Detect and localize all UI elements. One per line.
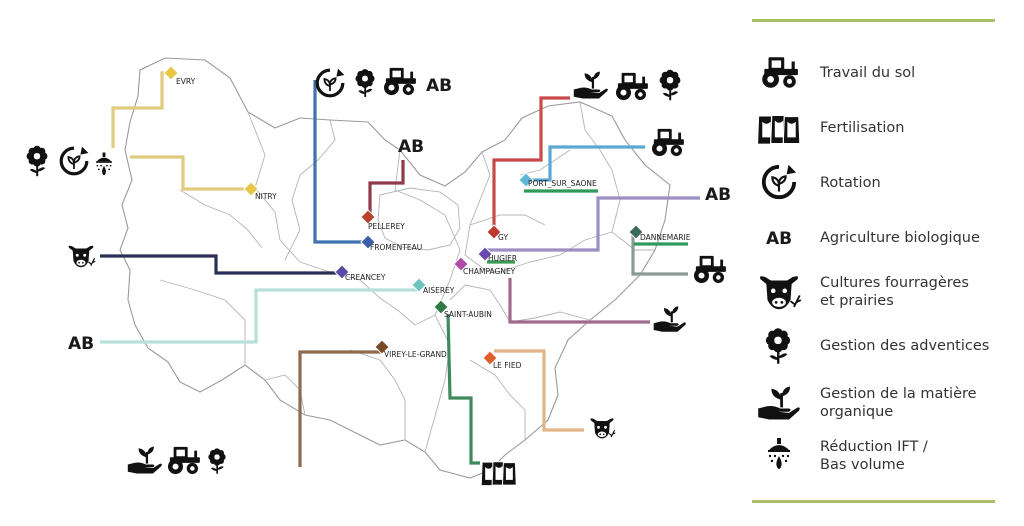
legend-label: Gestion des adventices xyxy=(820,337,990,354)
flower-icon xyxy=(659,69,681,101)
legend-label: Cultures fourragères et prairies xyxy=(820,274,969,309)
connector-pellerey xyxy=(368,160,405,215)
tractor-icon xyxy=(168,446,200,475)
tractor-icon xyxy=(616,72,648,101)
rotation-icon xyxy=(761,163,798,200)
map: EVRY NITRY PELLEREY FROMENTEAU CREANCEY … xyxy=(26,57,731,486)
marker-dannemarie[interactable] xyxy=(628,224,644,240)
hand-plant-icon xyxy=(758,386,800,420)
legend-label: Gestion de la matière organique xyxy=(820,385,977,420)
tractor-icon xyxy=(652,128,684,157)
legend-item-fertilisation: Fertilisation xyxy=(752,106,1012,150)
legend-label: Réduction IFT / Bas volume xyxy=(820,438,928,473)
label-hugier: HUGIER xyxy=(488,254,517,263)
label-champagney: CHAMPAGNEY xyxy=(463,267,516,276)
ab-icon: AB xyxy=(766,229,792,249)
marker-aiserey[interactable] xyxy=(411,277,427,293)
connector-fromenteau xyxy=(313,80,368,244)
legend-label: Agriculture biologique xyxy=(820,229,980,246)
legend-item-matiere-organique: Gestion de la matière organique xyxy=(752,381,1012,425)
marker-evry[interactable] xyxy=(163,65,179,81)
label-nitry: NITRY xyxy=(255,192,277,201)
legend-item-travail-du-sol: Travail du sol xyxy=(752,51,1012,95)
connector-evry xyxy=(111,71,171,148)
flower-icon xyxy=(208,448,226,474)
marker-gy[interactable] xyxy=(486,224,502,240)
marker-le-fied[interactable] xyxy=(482,350,498,366)
connector-gy xyxy=(492,96,570,232)
connector-nitry xyxy=(130,155,251,191)
marker-pellerey[interactable] xyxy=(360,209,376,225)
legend-item-agriculture-biologique: AB Agriculture biologique xyxy=(752,216,1012,260)
legend-item-reduction-ift: Réduction IFT / Bas volume xyxy=(752,434,1012,478)
rotation-icon xyxy=(315,67,346,98)
label-evry: EVRY xyxy=(176,77,196,86)
connector-port-sur-saone xyxy=(530,145,645,182)
connector-lines xyxy=(100,71,700,467)
connector-saint-aubin xyxy=(446,313,480,465)
legend-top-rule xyxy=(752,19,995,22)
marker-fromenteau[interactable] xyxy=(360,234,376,250)
svg-text:AB: AB xyxy=(766,229,792,249)
label-aiserey: AISEREY xyxy=(423,286,455,295)
label-fromenteau: FROMENTEAU xyxy=(370,243,422,252)
flower-icon xyxy=(765,328,791,364)
label-le-fied: LE FIED xyxy=(493,361,522,370)
ab-icon: AB xyxy=(705,185,731,205)
marker-port-sur-saone[interactable] xyxy=(518,172,534,188)
cow-icon xyxy=(68,245,96,268)
connector-aiserey xyxy=(100,288,418,344)
cow-icon xyxy=(759,275,802,311)
label-gy: GY xyxy=(498,233,508,242)
marker-creancey[interactable] xyxy=(334,264,350,280)
connector-le-fied xyxy=(494,349,584,432)
flower-icon xyxy=(26,145,48,177)
cow-icon xyxy=(589,417,616,440)
connector-virey xyxy=(298,350,382,467)
marker-virey[interactable] xyxy=(374,339,390,355)
region-outline xyxy=(119,57,671,479)
legend-label: Fertilisation xyxy=(820,119,905,136)
label-saint-aubin: SAINT-AUBIN xyxy=(444,310,492,319)
sprayer-icon xyxy=(95,152,113,176)
tractor-icon xyxy=(694,255,726,284)
fertilizer-bags-icon xyxy=(481,461,517,486)
legend-label: Travail du sol xyxy=(820,64,916,81)
marker-nitry[interactable] xyxy=(243,181,259,197)
hand-plant-icon xyxy=(127,446,162,474)
sprayer-icon xyxy=(768,438,790,469)
label-dannemarie: DANNEMARIE xyxy=(640,233,691,242)
ab-icon: AB xyxy=(68,334,94,354)
label-port-sur-saone: PORT_SUR_SAONE xyxy=(528,179,597,188)
label-pellerey: PELLEREY xyxy=(368,222,405,231)
dijon-agglomeration xyxy=(377,187,461,251)
connector-hugier xyxy=(485,196,700,252)
legend-item-cultures-fourrageres: Cultures fourragères et prairies xyxy=(752,270,1012,314)
legend-bottom-rule xyxy=(752,500,995,503)
tractor-icon xyxy=(384,67,416,96)
flower-icon xyxy=(355,69,375,97)
label-creancey: CREANCEY xyxy=(345,273,386,282)
site-labels: EVRY NITRY PELLEREY FROMENTEAU CREANCEY … xyxy=(176,77,691,370)
ab-icon: AB xyxy=(398,137,424,157)
rotation-icon xyxy=(59,145,90,176)
tractor-icon xyxy=(762,57,798,88)
marker-champagney[interactable] xyxy=(453,256,469,272)
ab-icon: AB xyxy=(426,76,452,96)
hand-plant-icon xyxy=(653,306,686,332)
legend-item-gestion-adventices: Gestion des adventices xyxy=(752,324,1012,368)
marker-hugier[interactable] xyxy=(477,246,493,262)
marker-saint-aubin[interactable] xyxy=(433,299,449,315)
fertilizer-bags-icon xyxy=(757,114,801,145)
label-virey: VIREY-LE-GRAND xyxy=(384,350,447,359)
connector-champagney xyxy=(508,278,650,324)
site-markers xyxy=(163,65,644,366)
connector-creancey xyxy=(100,254,342,275)
hand-plant-icon xyxy=(573,71,608,99)
map-icons: AB AB AB AB xyxy=(26,67,731,486)
legend-item-rotation: Rotation xyxy=(752,161,1012,205)
legend-label: Rotation xyxy=(820,174,881,191)
